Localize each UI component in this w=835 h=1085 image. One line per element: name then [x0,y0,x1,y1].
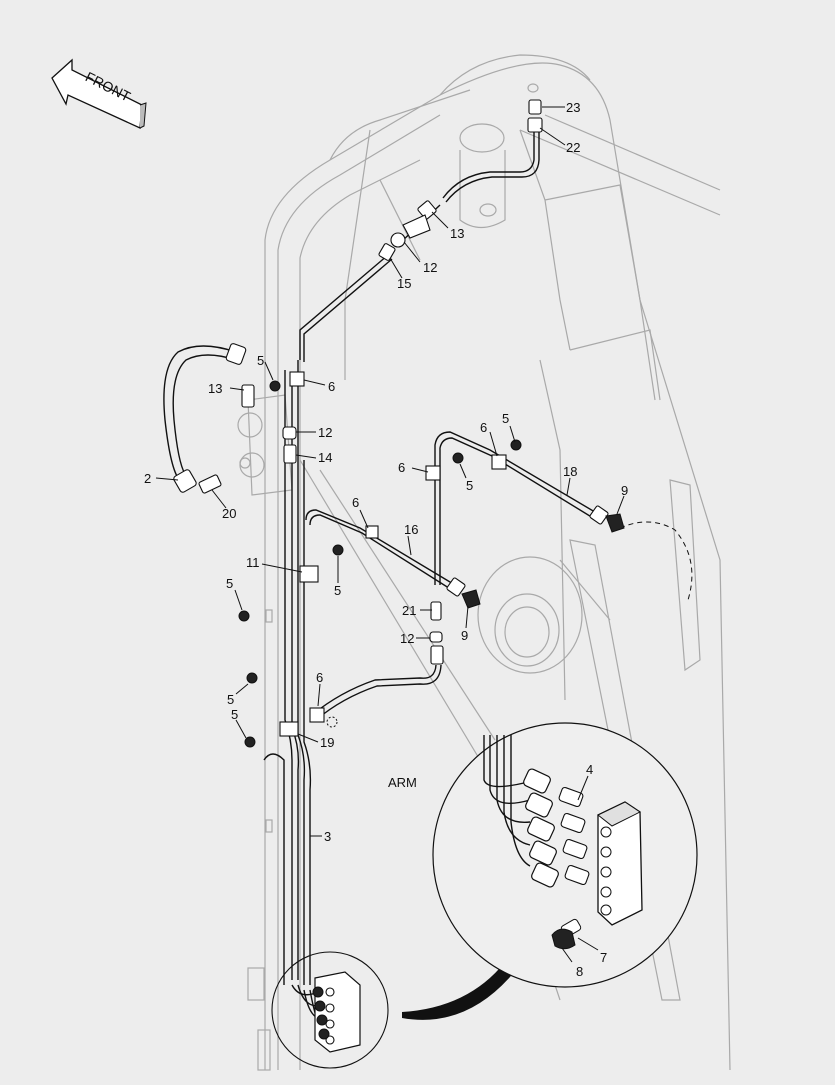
clamp-6-a [289,371,305,387]
fittings [173,99,625,748]
leader-lines [155,106,625,963]
manifold-block-small [312,971,361,1053]
callout-13-left: 13 [208,381,222,396]
nut-12-top [390,232,406,248]
callout-22: 22 [566,140,580,155]
callout-9-right: 9 [621,483,628,498]
callout-labels: 23 22 13 12 15 5 6 13 12 14 2 20 6 5 6 5… [144,100,628,979]
bolt-5-d [332,544,344,556]
callout-3: 3 [324,829,331,844]
arm-structure [237,54,731,1071]
arm-label: ARM [388,775,417,790]
fitting-9-right [605,513,625,533]
detail-view [432,722,698,988]
fitting-15 [378,243,396,261]
callout-23: 23 [566,100,580,115]
callout-5-b: 5 [502,411,509,426]
callout-9-mid: 9 [461,628,468,643]
bolt-hidden [326,716,338,728]
callout-5-f: 5 [227,692,234,707]
clamp-6-b [491,454,507,470]
fitting-9-mid [461,589,481,609]
hose-end-18 [589,505,609,525]
bolt-5-f [246,672,258,684]
fitting-21 [430,601,442,621]
detail-source-circle [271,951,389,1069]
bolt-5-g [244,736,256,748]
fitting-23 [528,99,542,115]
callout-21: 21 [402,603,416,618]
callout-13-top: 13 [450,226,464,241]
callout-12-top: 12 [423,260,437,275]
nut-12-low [429,631,443,643]
callout-5-a: 5 [257,353,264,368]
fitting-13-left [241,384,255,408]
callout-14: 14 [318,450,332,465]
hose-end-top [225,343,247,365]
bolt-5-a [269,380,281,392]
callout-6-e: 6 [316,670,323,685]
callout-6-c: 6 [398,460,405,475]
fitting-20 [198,474,222,494]
callout-8: 8 [576,964,583,979]
callout-12-low: 12 [400,631,414,646]
fitting-13-top [417,200,437,220]
callout-11: 11 [246,555,260,570]
callout-19: 19 [320,735,334,750]
bracket-top [402,214,431,239]
clamp-6-c [425,465,441,481]
callout-6-b: 6 [480,420,487,435]
clamp-19 [279,721,299,737]
callout-4: 4 [586,762,593,777]
callout-5-g: 5 [231,707,238,722]
front-direction-arrow: FRONT [51,58,147,129]
callout-12-mid: 12 [318,425,332,440]
callout-7: 7 [600,950,607,965]
callout-5-c: 5 [466,478,473,493]
callout-18: 18 [563,464,577,479]
fitting-22 [527,117,543,133]
callout-20: 20 [222,506,236,521]
nut-12-mid [282,426,297,440]
callout-2: 2 [144,471,151,486]
callout-5-d: 5 [226,576,233,591]
callout-5-e: 5 [334,583,341,598]
bolt-5-c [452,452,464,464]
bolt-5-e [238,610,250,622]
clamp-6-e [309,707,325,723]
callout-6-a: 6 [328,379,335,394]
bolt-5-b [510,439,522,451]
hose-end-low [430,645,444,665]
clamp-11 [299,565,319,583]
callout-6-d: 6 [352,495,359,510]
hose-end-16 [446,577,466,597]
hose-end-2 [173,469,197,493]
fitting-14 [283,444,297,464]
callout-15: 15 [397,276,411,291]
clamp-6-d [365,525,379,539]
callout-16: 16 [404,522,418,537]
